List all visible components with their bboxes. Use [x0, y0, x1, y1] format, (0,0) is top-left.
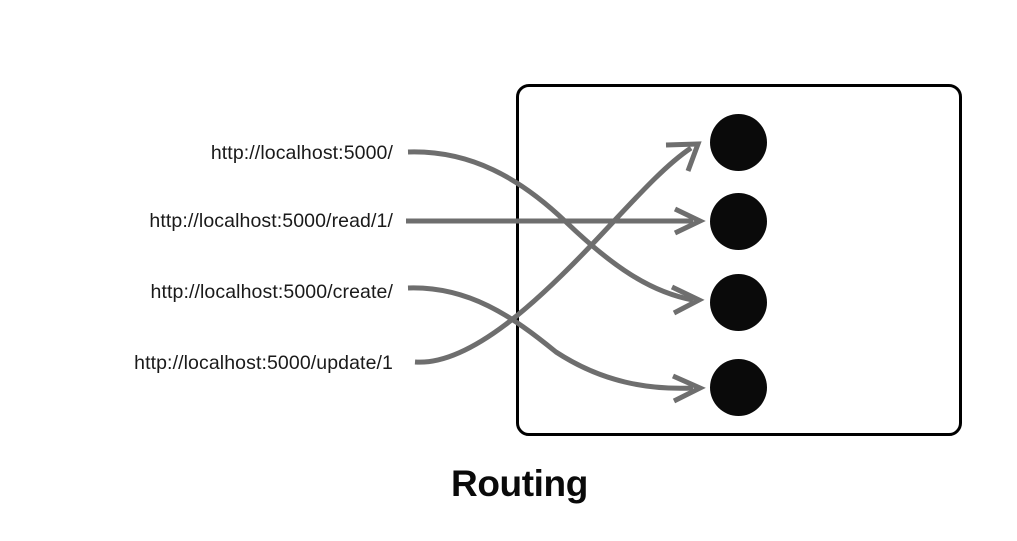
request-url-label-1: http://localhost:5000/ — [210, 142, 393, 164]
endpoint-node-1 — [710, 114, 767, 171]
diagram-caption: Routing — [451, 463, 588, 504]
request-url-label-2: http://localhost:5000/read/1/ — [149, 210, 393, 232]
endpoint-node-3 — [710, 274, 767, 331]
request-url-label-4: http://localhost:5000/update/1 — [134, 352, 393, 374]
endpoint-node-2 — [710, 193, 767, 250]
endpoint-node-4 — [710, 359, 767, 416]
request-url-label-3: http://localhost:5000/create/ — [150, 281, 393, 303]
